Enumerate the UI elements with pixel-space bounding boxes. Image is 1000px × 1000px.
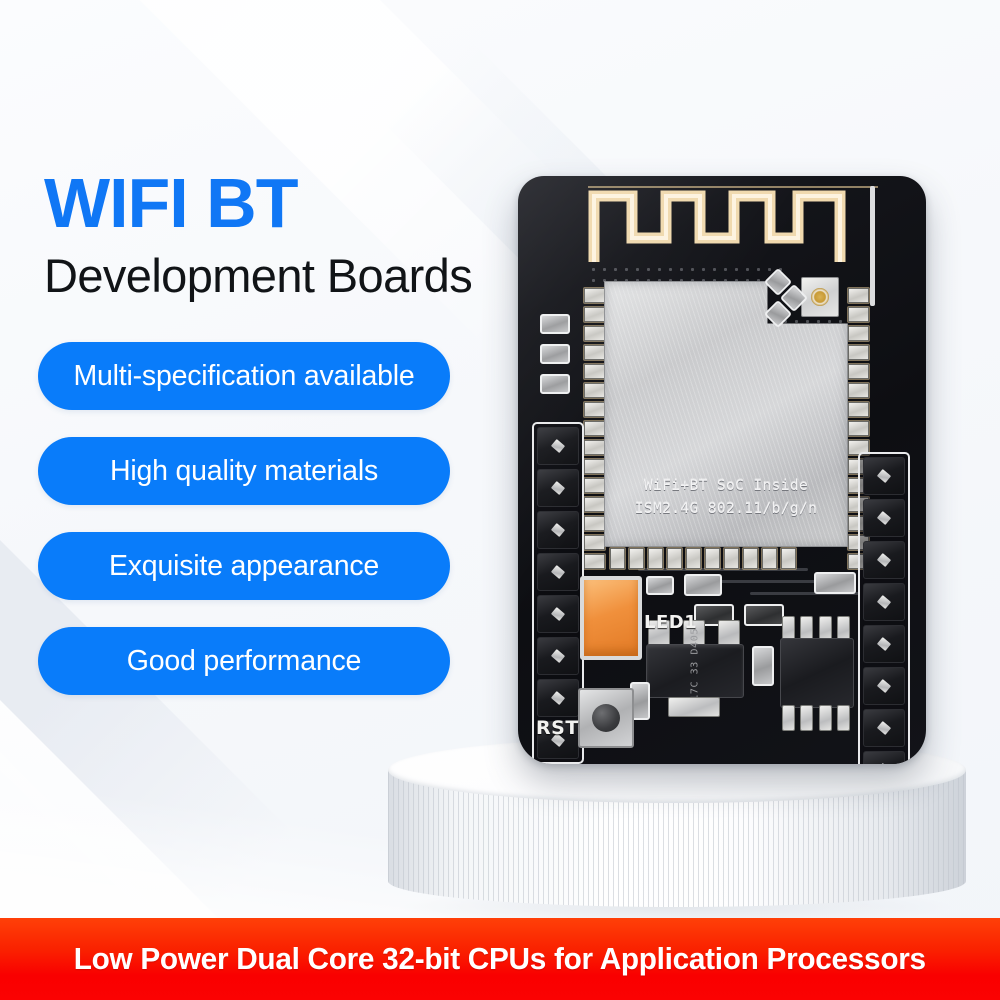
feature-list: Multi-specification available High quali… [38, 342, 450, 722]
header-pin [537, 637, 579, 675]
title-primary: WIFI BT [44, 164, 298, 242]
header-pin [863, 541, 905, 579]
header-pin [537, 511, 579, 549]
reset-button[interactable] [578, 688, 634, 748]
pin-header-right[interactable] [858, 452, 910, 764]
feature-pill-3: Exquisite appearance [38, 532, 450, 600]
header-pin [537, 427, 579, 465]
reset-silkscreen-label: RST [536, 717, 579, 739]
bottom-banner: Low Power Dual Core 32-bit CPUs for Appl… [0, 918, 1000, 1000]
bottom-banner-text: Low Power Dual Core 32-bit CPUs for Appl… [73, 941, 927, 976]
header-pin [537, 595, 579, 633]
smd-resistor-2 [540, 344, 570, 364]
product-podium [388, 737, 966, 929]
smd-resistor-3 [540, 374, 570, 394]
led-silkscreen-label: LED1 [644, 612, 698, 633]
header-pin [537, 679, 579, 717]
signal-trace-3 [750, 592, 860, 595]
smd-pad-pair-1 [684, 574, 722, 596]
signal-trace-1 [638, 568, 808, 571]
header-pin [537, 721, 579, 759]
regulator-thermal-tab [668, 697, 720, 717]
header-pin [863, 583, 905, 621]
header-pin [863, 625, 905, 663]
led-indicator-3 [744, 604, 784, 626]
header-pin [863, 499, 905, 537]
smd-pad-vertical [752, 646, 774, 686]
feature-pill-3-label: Exquisite appearance [108, 549, 380, 582]
feature-pill-1-label: Multi-specification available [73, 359, 415, 392]
edge-trace-right [870, 186, 875, 306]
flash-pins-bottom [782, 705, 850, 731]
feature-pill-1: Multi-specification available [38, 342, 450, 410]
header-pin [863, 667, 905, 705]
voltage-regulator: 1117C 33 D405 [646, 628, 744, 714]
header-pin [863, 457, 905, 495]
shield-marking-line1: WiFi+BT SoC Inside [643, 478, 809, 495]
pin-header-left[interactable] [532, 422, 584, 764]
smd-resistor-1 [540, 314, 570, 334]
module-castellations-left [584, 288, 605, 569]
header-pin [863, 751, 905, 764]
tantalum-capacitor [580, 576, 642, 660]
module-castellations-bottom [610, 548, 796, 569]
feature-pill-2: High quality materials [38, 437, 450, 505]
header-pin [537, 553, 579, 591]
flash-pins-top [782, 616, 850, 642]
pcb-antenna-icon [588, 186, 878, 262]
signal-trace-2 [718, 580, 848, 583]
smd-pad-pair-2 [814, 572, 856, 594]
development-board: WiFi+BT SoC Inside ISM2.4G 802.11/b/g/n [518, 176, 926, 764]
shield-marking: WiFi+BT SoC Inside ISM2.4G 802.11/b/g/n [605, 475, 847, 520]
flash-memory-chip [780, 638, 854, 708]
feature-pill-4: Good performance [38, 627, 450, 695]
led-indicator-1 [646, 576, 674, 595]
feature-pill-4-label: Good performance [126, 644, 362, 677]
header-pin [537, 469, 579, 507]
page-title: WIFI BT Development Boards [44, 164, 473, 303]
title-secondary: Development Boards [44, 249, 473, 303]
feature-pill-2-label: High quality materials [109, 454, 379, 487]
header-pin [863, 709, 905, 747]
shield-marking-line2: ISM2.4G 802.11/b/g/n [634, 500, 818, 517]
